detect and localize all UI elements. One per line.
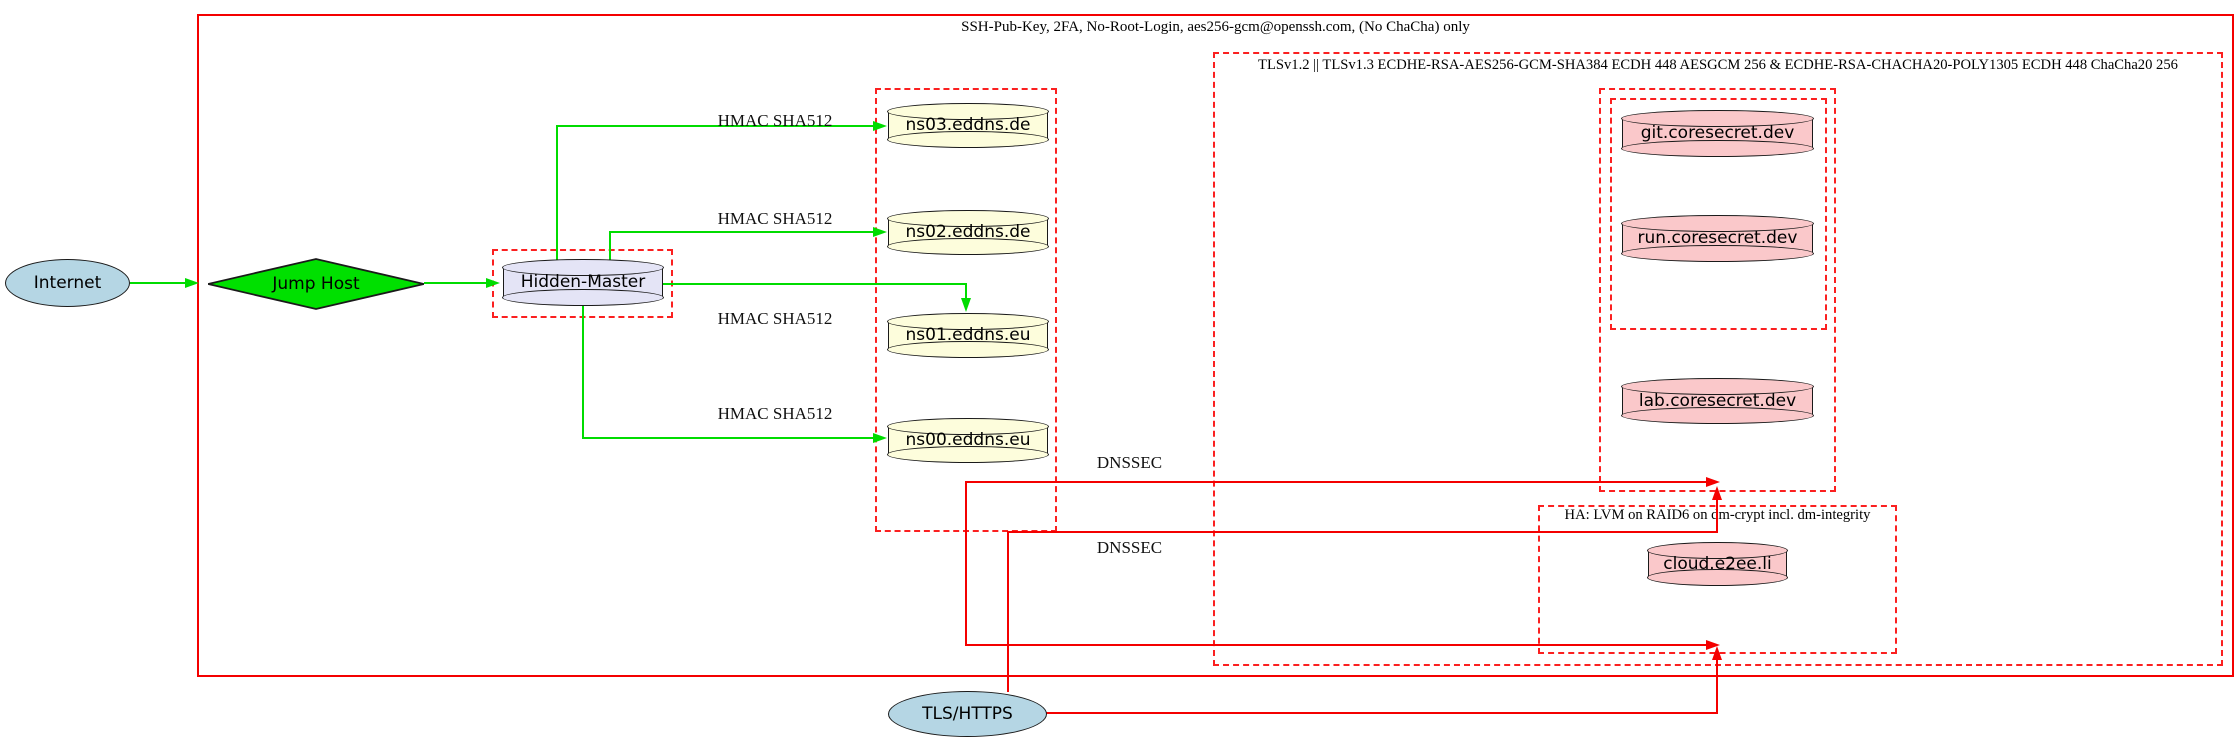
node-ns02-label: ns02.eddns.de [905, 222, 1031, 242]
edge-dnssec1-arrowhead [1706, 477, 1720, 487]
edge-jumphost-arrowhead [486, 278, 500, 288]
edge-ns02-line [609, 231, 874, 233]
node-ns00-label: ns00.eddns.eu [905, 430, 1031, 450]
edge-ns00-arrowhead [873, 433, 887, 443]
edge-ns01-dropper [965, 283, 967, 299]
edge-dnssec2-dropper [965, 481, 967, 645]
node-ns01: ns01.eddns.eu [887, 312, 1049, 358]
node-internet-label: Internet [33, 273, 102, 293]
edge-tls-ha-upline [1716, 659, 1718, 714]
edge-tls-core-line [1007, 531, 1718, 533]
edge-tls-core-arrowhead [1712, 486, 1722, 500]
edge-internet-line [130, 282, 186, 284]
edge-tls-core-riser [1007, 531, 1009, 692]
edge-label-dnssec-1: DNSSEC [1096, 453, 1163, 472]
edge-ns00-dropper [582, 305, 584, 439]
node-hidden-master: Hidden-Master [502, 258, 664, 306]
edge-ns03-line [556, 125, 874, 127]
tls-cluster-label: TLSv1.2 || TLSv1.3 ECDHE-RSA-AES256-GCM-… [1258, 57, 2178, 73]
gitrun-cluster-frame [1610, 98, 1827, 330]
ssh-cluster-label: SSH-Pub-Key, 2FA, No-Root-Login, aes256-… [961, 19, 1470, 35]
edge-label-hmac-ns02: HMAC SHA512 [717, 209, 833, 228]
edge-label-hmac-ns03: HMAC SHA512 [717, 111, 833, 130]
edge-jumphost-line [424, 282, 487, 284]
edge-ns02-riser [609, 231, 611, 262]
node-internet: Internet [5, 259, 130, 307]
node-cloud: cloud.e2ee.li [1647, 541, 1788, 586]
node-cloud-label: cloud.e2ee.li [1663, 553, 1772, 574]
node-ns00: ns00.eddns.eu [887, 417, 1049, 463]
node-lab: lab.coresecret.dev [1621, 377, 1814, 424]
edge-label-dnssec-2: DNSSEC [1096, 538, 1163, 557]
node-lab-label: lab.coresecret.dev [1638, 390, 1797, 411]
ssh-cluster-frame [197, 14, 2234, 677]
edge-dnssec2-line [965, 644, 1707, 646]
edge-dnssec2-arrowhead [1706, 640, 1720, 650]
edge-tls-ha-arrowhead [1712, 646, 1722, 660]
tls-cluster-frame [1213, 52, 2223, 666]
node-run-label: run.coresecret.dev [1637, 228, 1798, 248]
edge-tls-ha-line [1046, 712, 1718, 714]
jump-host-diamond-shape [208, 258, 424, 310]
node-tls-https: TLS/HTTPS [888, 691, 1047, 737]
node-ns03-label: ns03.eddns.de [905, 115, 1031, 135]
node-run: run.coresecret.dev [1621, 214, 1814, 262]
edge-ns03-riser [556, 125, 558, 262]
node-ns02: ns02.eddns.de [887, 209, 1049, 255]
node-jump-host: Jump Host [208, 258, 424, 310]
node-git-label: git.coresecret.dev [1640, 123, 1795, 143]
edge-label-hmac-ns01: HMAC SHA512 [717, 309, 833, 328]
node-hidden-master-label: Hidden-Master [520, 272, 646, 292]
edge-tls-core-upline [1716, 499, 1718, 533]
edge-ns02-arrowhead [873, 227, 887, 237]
edge-label-hmac-ns00: HMAC SHA512 [717, 404, 833, 423]
edge-internet-arrowhead [185, 278, 199, 288]
edge-ns01-arrowhead [961, 298, 971, 312]
node-tls-https-label: TLS/HTTPS [922, 704, 1013, 724]
node-git: git.coresecret.dev [1621, 109, 1814, 157]
node-ns01-label: ns01.eddns.eu [905, 325, 1031, 345]
node-ns03: ns03.eddns.de [887, 102, 1049, 148]
node-jump-host-label: Jump Host [272, 274, 360, 294]
edge-dnssec1-line [965, 481, 1707, 483]
edge-ns01-line [663, 283, 967, 285]
edge-ns00-line [582, 437, 874, 439]
edge-ns03-arrowhead [873, 121, 887, 131]
